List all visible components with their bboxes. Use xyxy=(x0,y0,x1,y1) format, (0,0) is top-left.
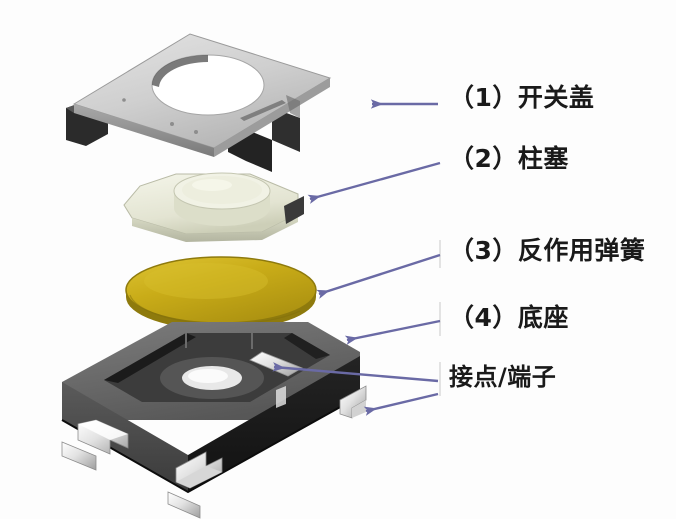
arrow-to-contact-pad xyxy=(272,362,439,383)
cover-plate-edge-right xyxy=(214,78,330,157)
cover-notch-right xyxy=(286,95,300,118)
part-switch-cover xyxy=(66,33,332,172)
plunger-edge-right xyxy=(284,196,304,224)
label-base-housing: （4）底座 xyxy=(449,303,569,332)
label-contact-terminal: 接点/端子 xyxy=(449,363,557,391)
arrow-to-plunger xyxy=(307,161,441,204)
plunger-flange-edge xyxy=(132,214,298,242)
label-plunger: （2）柱塞 xyxy=(449,144,569,173)
cover-dimple-a xyxy=(170,122,174,126)
spring-highlight xyxy=(144,263,268,299)
terminal-lead-back-left-top xyxy=(78,420,128,440)
arrow-to-reaction-spring xyxy=(316,253,441,299)
cover-dimple-c xyxy=(122,98,126,102)
housing-inner-rib xyxy=(276,386,286,408)
part-reaction-spring xyxy=(125,256,317,330)
label-reaction-spring: （3）反作用弹簧 xyxy=(449,236,646,265)
plunger-highlight xyxy=(192,179,232,191)
arrow-to-terminal-lead xyxy=(363,392,439,416)
leader-arrows xyxy=(272,99,441,416)
part-plunger xyxy=(123,172,304,242)
cover-slot xyxy=(240,100,286,121)
terminal-foot-back-left xyxy=(61,441,97,471)
housing-cavity-shadow-left xyxy=(104,333,196,383)
terminal-leads xyxy=(61,385,367,519)
terminal-foot-right xyxy=(352,400,366,418)
cover-dimple-b xyxy=(194,130,198,134)
center-contact-highlight xyxy=(188,369,228,383)
part-base-housing xyxy=(61,322,367,519)
housing-wall-front-right xyxy=(188,356,360,492)
label-switch-cover: （1）开关盖 xyxy=(449,83,595,112)
arrow-to-base-housing xyxy=(344,319,441,345)
terminal-lead-front-shade xyxy=(176,466,222,488)
terminal-foot-front xyxy=(167,491,201,519)
housing-cavity-shadow-right xyxy=(284,333,330,359)
cover-hole-shadow xyxy=(152,55,208,87)
cover-plate-edge-left xyxy=(74,104,214,157)
